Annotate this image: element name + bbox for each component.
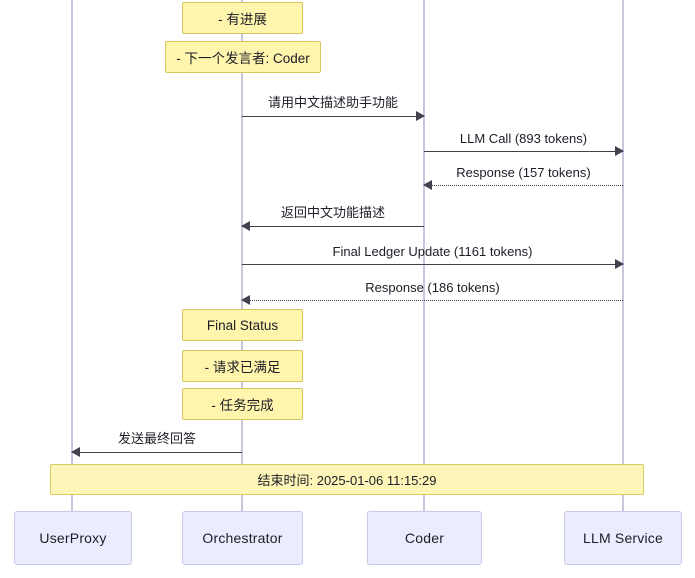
message-line — [424, 185, 623, 186]
note-text: - 任务完成 — [211, 398, 274, 413]
arrowhead-right-icon — [615, 146, 624, 157]
note-final-status: Final Status — [182, 309, 303, 341]
arrowhead-right-icon — [416, 111, 425, 122]
participant-llmservice[interactable]: LLM Service — [564, 511, 682, 565]
banner-text: 结束时间: 2025-01-06 11:15:29 — [257, 473, 437, 488]
note-next-speaker: - 下一个发言者: Coder — [165, 41, 321, 73]
message-label: 发送最终回答 — [117, 431, 196, 446]
participant-label: Orchestrator — [202, 530, 283, 546]
note-task-complete: - 任务完成 — [182, 388, 303, 420]
note-text: - 有进展 — [218, 12, 267, 27]
message-line — [242, 226, 424, 227]
message-label: Response (157 tokens) — [456, 165, 591, 180]
message-label: Final Ledger Update (1161 tokens) — [332, 244, 533, 259]
participant-label: UserProxy — [39, 530, 107, 546]
arrowhead-right-icon — [615, 259, 624, 270]
lifeline-coder — [423, 0, 425, 511]
message-line — [242, 300, 623, 301]
lifeline-userproxy — [71, 0, 73, 511]
arrowhead-left-icon — [241, 295, 250, 306]
arrowhead-left-icon — [423, 180, 432, 191]
message-label: 返回中文功能描述 — [280, 205, 385, 220]
participant-orchestrator[interactable]: Orchestrator — [182, 511, 303, 565]
note-end-time: 结束时间: 2025-01-06 11:15:29 — [50, 464, 644, 495]
note-text: - 下一个发言者: Coder — [176, 51, 310, 66]
lifeline-orchestrator — [241, 0, 243, 511]
note-request-met: - 请求已满足 — [182, 350, 303, 382]
message-label: LLM Call (893 tokens) — [459, 131, 588, 146]
arrowhead-left-icon — [241, 221, 250, 232]
participant-userproxy[interactable]: UserProxy — [14, 511, 132, 565]
message-line — [242, 116, 424, 117]
message-line — [424, 151, 623, 152]
message-line — [72, 452, 242, 453]
participant-label: LLM Service — [582, 530, 663, 546]
message-label: Response (186 tokens) — [365, 280, 500, 295]
lifeline-llmservice — [622, 0, 624, 511]
note-text: Final Status — [206, 317, 279, 333]
message-label: 请用中文描述助手功能 — [267, 95, 398, 110]
note-text: - 请求已满足 — [204, 360, 281, 375]
participant-label: Coder — [404, 530, 445, 546]
note-progress: - 有进展 — [182, 2, 303, 34]
arrowhead-left-icon — [71, 447, 80, 458]
participant-coder[interactable]: Coder — [367, 511, 482, 565]
message-line — [242, 264, 623, 265]
